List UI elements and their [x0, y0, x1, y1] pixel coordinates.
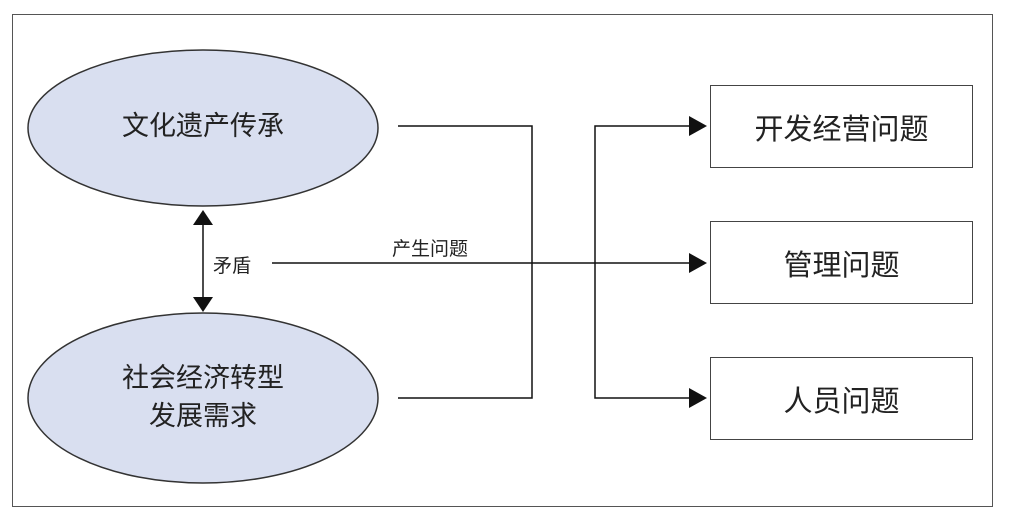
heritage-ellipse — [27, 49, 379, 207]
conflict-label: 矛盾 — [213, 255, 252, 277]
dev-ops-problem-box: 开发经营问题 — [710, 85, 973, 168]
conflict-arrowhead-down — [193, 297, 213, 312]
merge-bracket — [398, 125, 533, 399]
conflict-arrowhead-up — [193, 210, 213, 225]
dev-ops-arrowhead — [689, 116, 707, 136]
diagram-frame — [12, 14, 993, 507]
management-arrowhead — [689, 253, 707, 273]
personnel-problem-label: 人员问题 — [783, 383, 900, 418]
produces-problems-label: 产生问题 — [392, 238, 469, 260]
management-problem-label: 管理问题 — [783, 247, 900, 282]
distribution-bracket — [594, 125, 705, 399]
socio-economic-label: 社会经济转型 发展需求 — [122, 363, 284, 432]
dev-ops-problem-label: 开发经营问题 — [754, 111, 929, 146]
socio-economic-ellipse — [27, 312, 379, 484]
heritage-label: 文化遗产传承 — [122, 111, 284, 142]
management-problem-box: 管理问题 — [710, 221, 973, 304]
personnel-arrowhead — [689, 388, 707, 408]
personnel-problem-box: 人员问题 — [710, 357, 973, 440]
